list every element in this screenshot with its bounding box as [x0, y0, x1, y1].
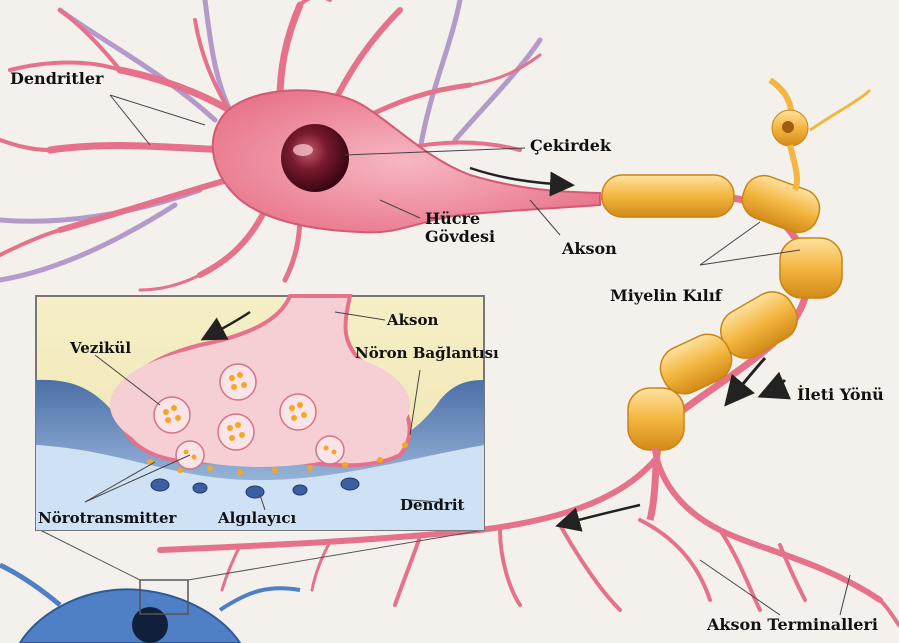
label-akson-main: Akson [562, 240, 617, 258]
label-hucre-govdesi-line1: Hücre [425, 210, 515, 228]
label-cekirdek: Çekirdek [530, 137, 611, 155]
label-norotransmitter: Nörotransmitter [38, 510, 176, 527]
label-ileti-yonu: İleti Yönü [797, 386, 884, 404]
label-vezikul: Vezikül [70, 340, 131, 357]
label-inset-akson: Akson [387, 312, 438, 329]
label-dendritler: Dendritler [10, 70, 103, 88]
synapse-inset [36, 296, 484, 530]
label-akson-terminalleri: Akson Terminalleri [707, 616, 878, 634]
nucleus [281, 124, 349, 192]
label-hucre-govdesi-line2: Gövdesi [425, 228, 515, 246]
label-dendrit: Dendrit [400, 497, 464, 514]
label-algilayici: Algılayıcı [218, 510, 296, 527]
label-miyelin-kilif: Miyelin Kılıf [610, 287, 722, 305]
label-noron-baglantisi: Nöron Bağlantısı [355, 345, 499, 362]
label-hucre-govdesi: Hücre Gövdesi [425, 210, 515, 247]
